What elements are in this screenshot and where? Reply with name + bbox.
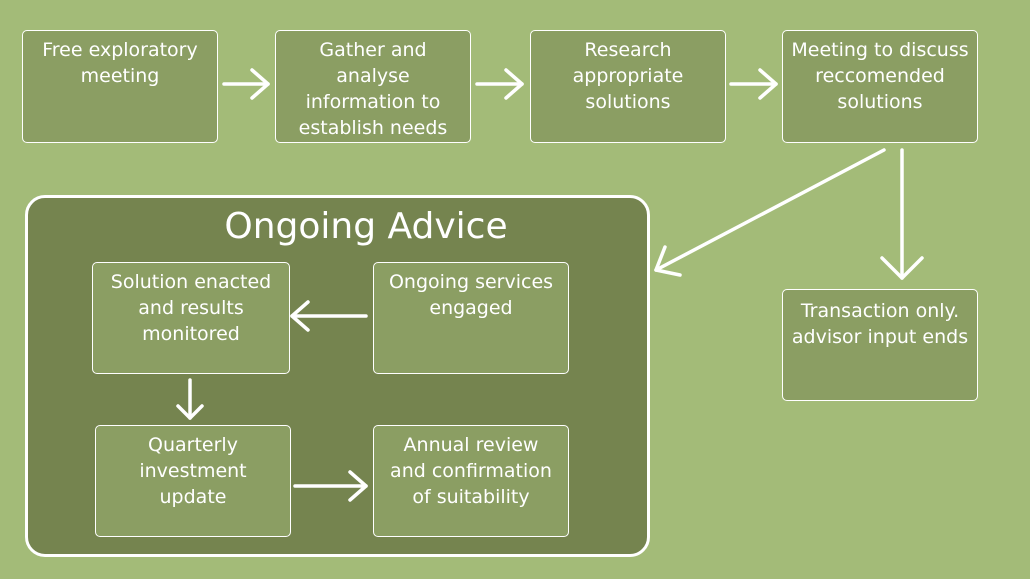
arrow-diagonal-to-ongoing: [654, 148, 886, 277]
step-transaction-only: Transaction only. advisor input ends: [782, 289, 978, 401]
step-annual-review: Annual review and confirmation of suitab…: [373, 425, 569, 537]
step-label: Free exploratory meeting: [42, 39, 198, 87]
arrow-right-2: [475, 68, 524, 100]
step-label: Gather and analyse information to establ…: [298, 39, 448, 139]
step-label: Solution enacted and results monitored: [110, 271, 272, 345]
step-label: Meeting to discuss reccomended solutions: [791, 39, 969, 113]
step-label: Ongoing services engaged: [388, 271, 554, 319]
arrow-down-to-transaction: [880, 148, 924, 280]
arrow-right-1: [222, 68, 270, 100]
step-free-exploratory-meeting: Free exploratory meeting: [22, 30, 218, 143]
step-gather-analyse: Gather and analyse information to establ…: [275, 30, 471, 143]
step-label: Research appropriate solutions: [572, 39, 684, 113]
step-meeting-discuss: Meeting to discuss reccomended solutions: [782, 30, 978, 143]
step-ongoing-services: Ongoing services engaged: [373, 262, 569, 374]
arrow-down-solution-to-quarterly: [176, 378, 204, 420]
step-research-solutions: Research appropriate solutions: [530, 30, 726, 143]
arrow-right-3: [729, 68, 778, 100]
arrow-left-services-to-solution: [290, 300, 368, 332]
ongoing-advice-title: Ongoing Advice: [224, 206, 508, 247]
step-label: Quarterly investment update: [139, 434, 247, 508]
step-label: Annual review and confirmation of suitab…: [390, 434, 552, 508]
step-label: Transaction only. advisor input ends: [791, 300, 969, 348]
step-quarterly-update: Quarterly investment update: [95, 425, 291, 537]
step-solution-enacted: Solution enacted and results monitored: [92, 262, 290, 374]
arrow-right-quarterly-to-annual: [293, 470, 368, 502]
